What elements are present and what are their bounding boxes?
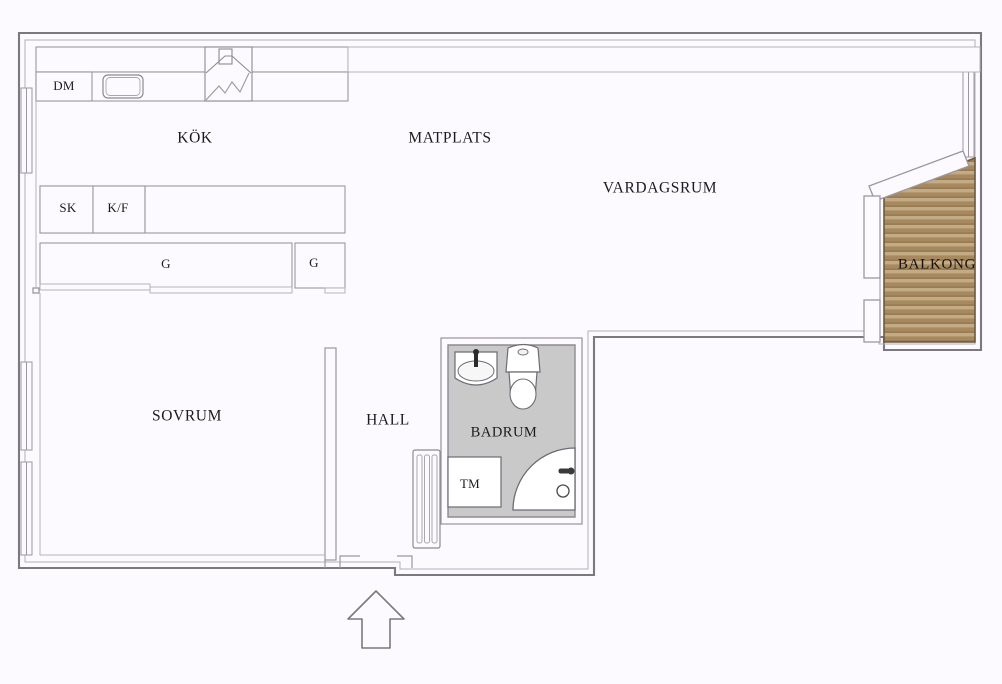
room-label-vardagsrum: VARDAGSRUM <box>603 180 717 197</box>
entrance-direction-arrow <box>347 590 405 649</box>
exterior-walls <box>17 31 983 577</box>
kitchen-sink <box>102 74 144 99</box>
bathroom-walls <box>440 337 583 525</box>
bathroom-door-swing <box>512 447 576 511</box>
kitchen-lower-cabinets <box>39 185 346 234</box>
wardrobe-g1-unit <box>39 242 293 289</box>
room-label-layer: KÖK MATPLATS VARDAGSRUM SOVRUM HALL BADR… <box>152 130 976 441</box>
room-label-sovrum: SOVRUM <box>152 408 222 425</box>
partition-wall-hall <box>324 347 337 561</box>
stove-with-hood <box>204 46 253 102</box>
upper-counter-extension <box>347 46 981 73</box>
fixture-label-kf: K/F <box>107 200 128 215</box>
bathroom-sink <box>454 349 498 386</box>
fixture-label-dm: DM <box>53 78 75 93</box>
bedroom-inner-outline <box>39 293 325 556</box>
door-handle-icon <box>558 467 575 475</box>
window-group-left <box>20 87 33 556</box>
room-label-balkong: BALKONG <box>898 256 976 272</box>
room-label-hall: HALL <box>366 412 410 429</box>
interior-wall-bedroom-hall <box>324 347 337 568</box>
floor-drain-icon <box>556 484 570 498</box>
room-label-kok: KÖK <box>177 130 213 147</box>
bathroom-area <box>440 337 583 525</box>
kitchen-wall-cabinets <box>35 46 349 73</box>
closet-sk-unit <box>39 185 94 234</box>
wardrobe-group <box>39 242 346 294</box>
toilet <box>505 343 541 410</box>
dishwasher-unit <box>35 71 93 102</box>
balcony-area <box>863 150 976 343</box>
kitchen-upper-counter <box>35 46 349 102</box>
fixture-label-g2: G <box>309 255 319 270</box>
room-label-badrum: BADRUM <box>471 424 538 440</box>
washing-machine-unit <box>447 456 502 508</box>
faucet-icon <box>474 353 478 367</box>
fixture-label-tm: TM <box>460 476 480 491</box>
interior-wall-kitchen-bedroom <box>32 101 40 294</box>
fixture-label-g1: G <box>161 256 171 271</box>
fridge-freezer-unit <box>92 185 146 234</box>
balcony-railing <box>863 150 970 343</box>
wardrobe-g2-unit <box>294 242 346 289</box>
kitchen-counter-extension <box>347 46 981 73</box>
hall-radiator <box>412 449 441 549</box>
room-label-matplats: MATPLATS <box>408 130 491 147</box>
fixture-label-sk: SK <box>59 200 77 215</box>
fixture-label-layer: DM SK K/F G G TM <box>53 78 480 491</box>
wardrobe-door-leaves <box>39 283 346 294</box>
entrance-door-recess <box>339 555 413 568</box>
